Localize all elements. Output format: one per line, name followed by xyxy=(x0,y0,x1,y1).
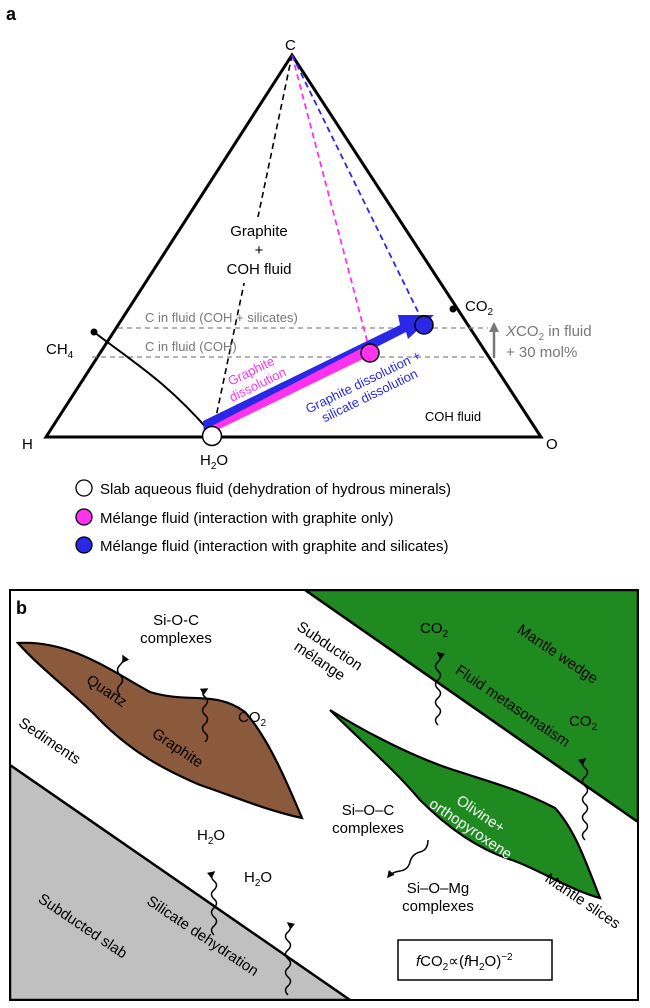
svg-text:complexes: complexes xyxy=(402,898,474,915)
co2-point xyxy=(449,305,457,313)
svg-text:Si-O-C: Si-O-C xyxy=(153,612,199,629)
svg-text:complexes: complexes xyxy=(332,820,404,837)
vertex-o: O xyxy=(546,436,558,453)
white-point xyxy=(201,425,223,447)
tie-line-magenta xyxy=(291,54,371,353)
wavy-arrow-h2o-low xyxy=(284,922,296,996)
legend-blue-marker xyxy=(75,536,93,554)
h2o-label-low: H2O xyxy=(244,869,272,889)
ch4-point xyxy=(90,328,98,336)
svg-text:Si–O–C: Si–O–C xyxy=(342,802,395,819)
co2-label: CO2 xyxy=(465,298,494,318)
svg-text:Si–O–Mg: Si–O–Mg xyxy=(407,880,470,897)
magenta-point xyxy=(360,343,380,363)
panel-b-label: b xyxy=(16,598,27,618)
wavy-arrow-h2o-mid xyxy=(206,871,218,936)
c-in-fluid-coh-label: C in fluid (COH) xyxy=(145,339,237,354)
co2-label-top: CO2 xyxy=(420,620,449,640)
sediments-label: Sediments xyxy=(15,714,83,768)
co2-label-sed: CO2 xyxy=(238,709,267,729)
panel-b-frame xyxy=(9,589,639,1001)
vertex-c: C xyxy=(285,37,296,54)
panel-b: b Mantle wedge Fluid metasomatism Subduc… xyxy=(9,589,639,1001)
xco2-label: XCO2 in fluid xyxy=(505,323,592,343)
blue-point xyxy=(414,315,434,335)
mantle-wedge xyxy=(302,590,638,824)
subduction-melange-label: Subduction mélange xyxy=(291,618,366,684)
graphite-coh-label: Graphite + COH fluid xyxy=(215,217,305,283)
saturation-curve xyxy=(93,331,211,433)
sioc-mid-label: Si–O–C complexes xyxy=(332,802,404,837)
mantle-slice-lens xyxy=(329,709,602,900)
svg-text:COH fluid: COH fluid xyxy=(226,261,291,278)
tie-line-blue xyxy=(291,54,425,325)
arrow-graphite xyxy=(206,348,367,434)
siomg-label: Si–O–Mg complexes xyxy=(402,880,474,915)
svg-text:+: + xyxy=(255,242,264,259)
wavy-arrow-co2-sed xyxy=(199,688,209,743)
formula-box xyxy=(397,939,553,981)
vertex-h: H xyxy=(22,436,33,453)
legend: Slab aqueous fluid (dehydration of hydro… xyxy=(75,479,451,555)
coh-fluid-label: COH fluid xyxy=(425,409,481,424)
h2o-label-mid: H2O xyxy=(197,827,225,847)
formula-text: fCO2∝(fH2O)−2 xyxy=(416,952,513,973)
legend-white-marker xyxy=(75,479,93,497)
xco2-percent: + 30 mol% xyxy=(506,344,577,361)
ch4-label: CH4 xyxy=(46,341,74,361)
sediment-lens xyxy=(15,641,304,820)
h2o-label: H2O xyxy=(200,452,228,472)
sioc-top-label: Si-O-C complexes xyxy=(140,612,212,647)
panel-a-label: a xyxy=(6,4,17,24)
wavy-arrow-co2-right xyxy=(577,758,589,841)
ternary-triangle xyxy=(43,52,544,439)
legend-item: Mélange fluid (interaction with graphite… xyxy=(100,510,394,527)
wavy-arrow-co2-top xyxy=(434,652,446,726)
panel-a: a C H O CO2 CH4 H2O Graphite + xyxy=(6,4,592,555)
legend-item: Mélange fluid (interaction with graphite… xyxy=(100,538,449,555)
c-in-fluid-silicates-label: C in fluid (COH + silicates) xyxy=(145,310,298,325)
co2-label-right: CO2 xyxy=(569,713,598,733)
legend-magenta-marker xyxy=(75,508,93,526)
subducted-slab xyxy=(10,763,353,1000)
svg-text:complexes: complexes xyxy=(140,630,212,647)
wavy-arrow-sioc-top xyxy=(116,654,130,696)
svg-text:Graphite: Graphite xyxy=(230,223,288,240)
legend-item: Slab aqueous fluid (dehydration of hydro… xyxy=(100,481,451,498)
wavy-arrow-siomg xyxy=(387,839,429,879)
